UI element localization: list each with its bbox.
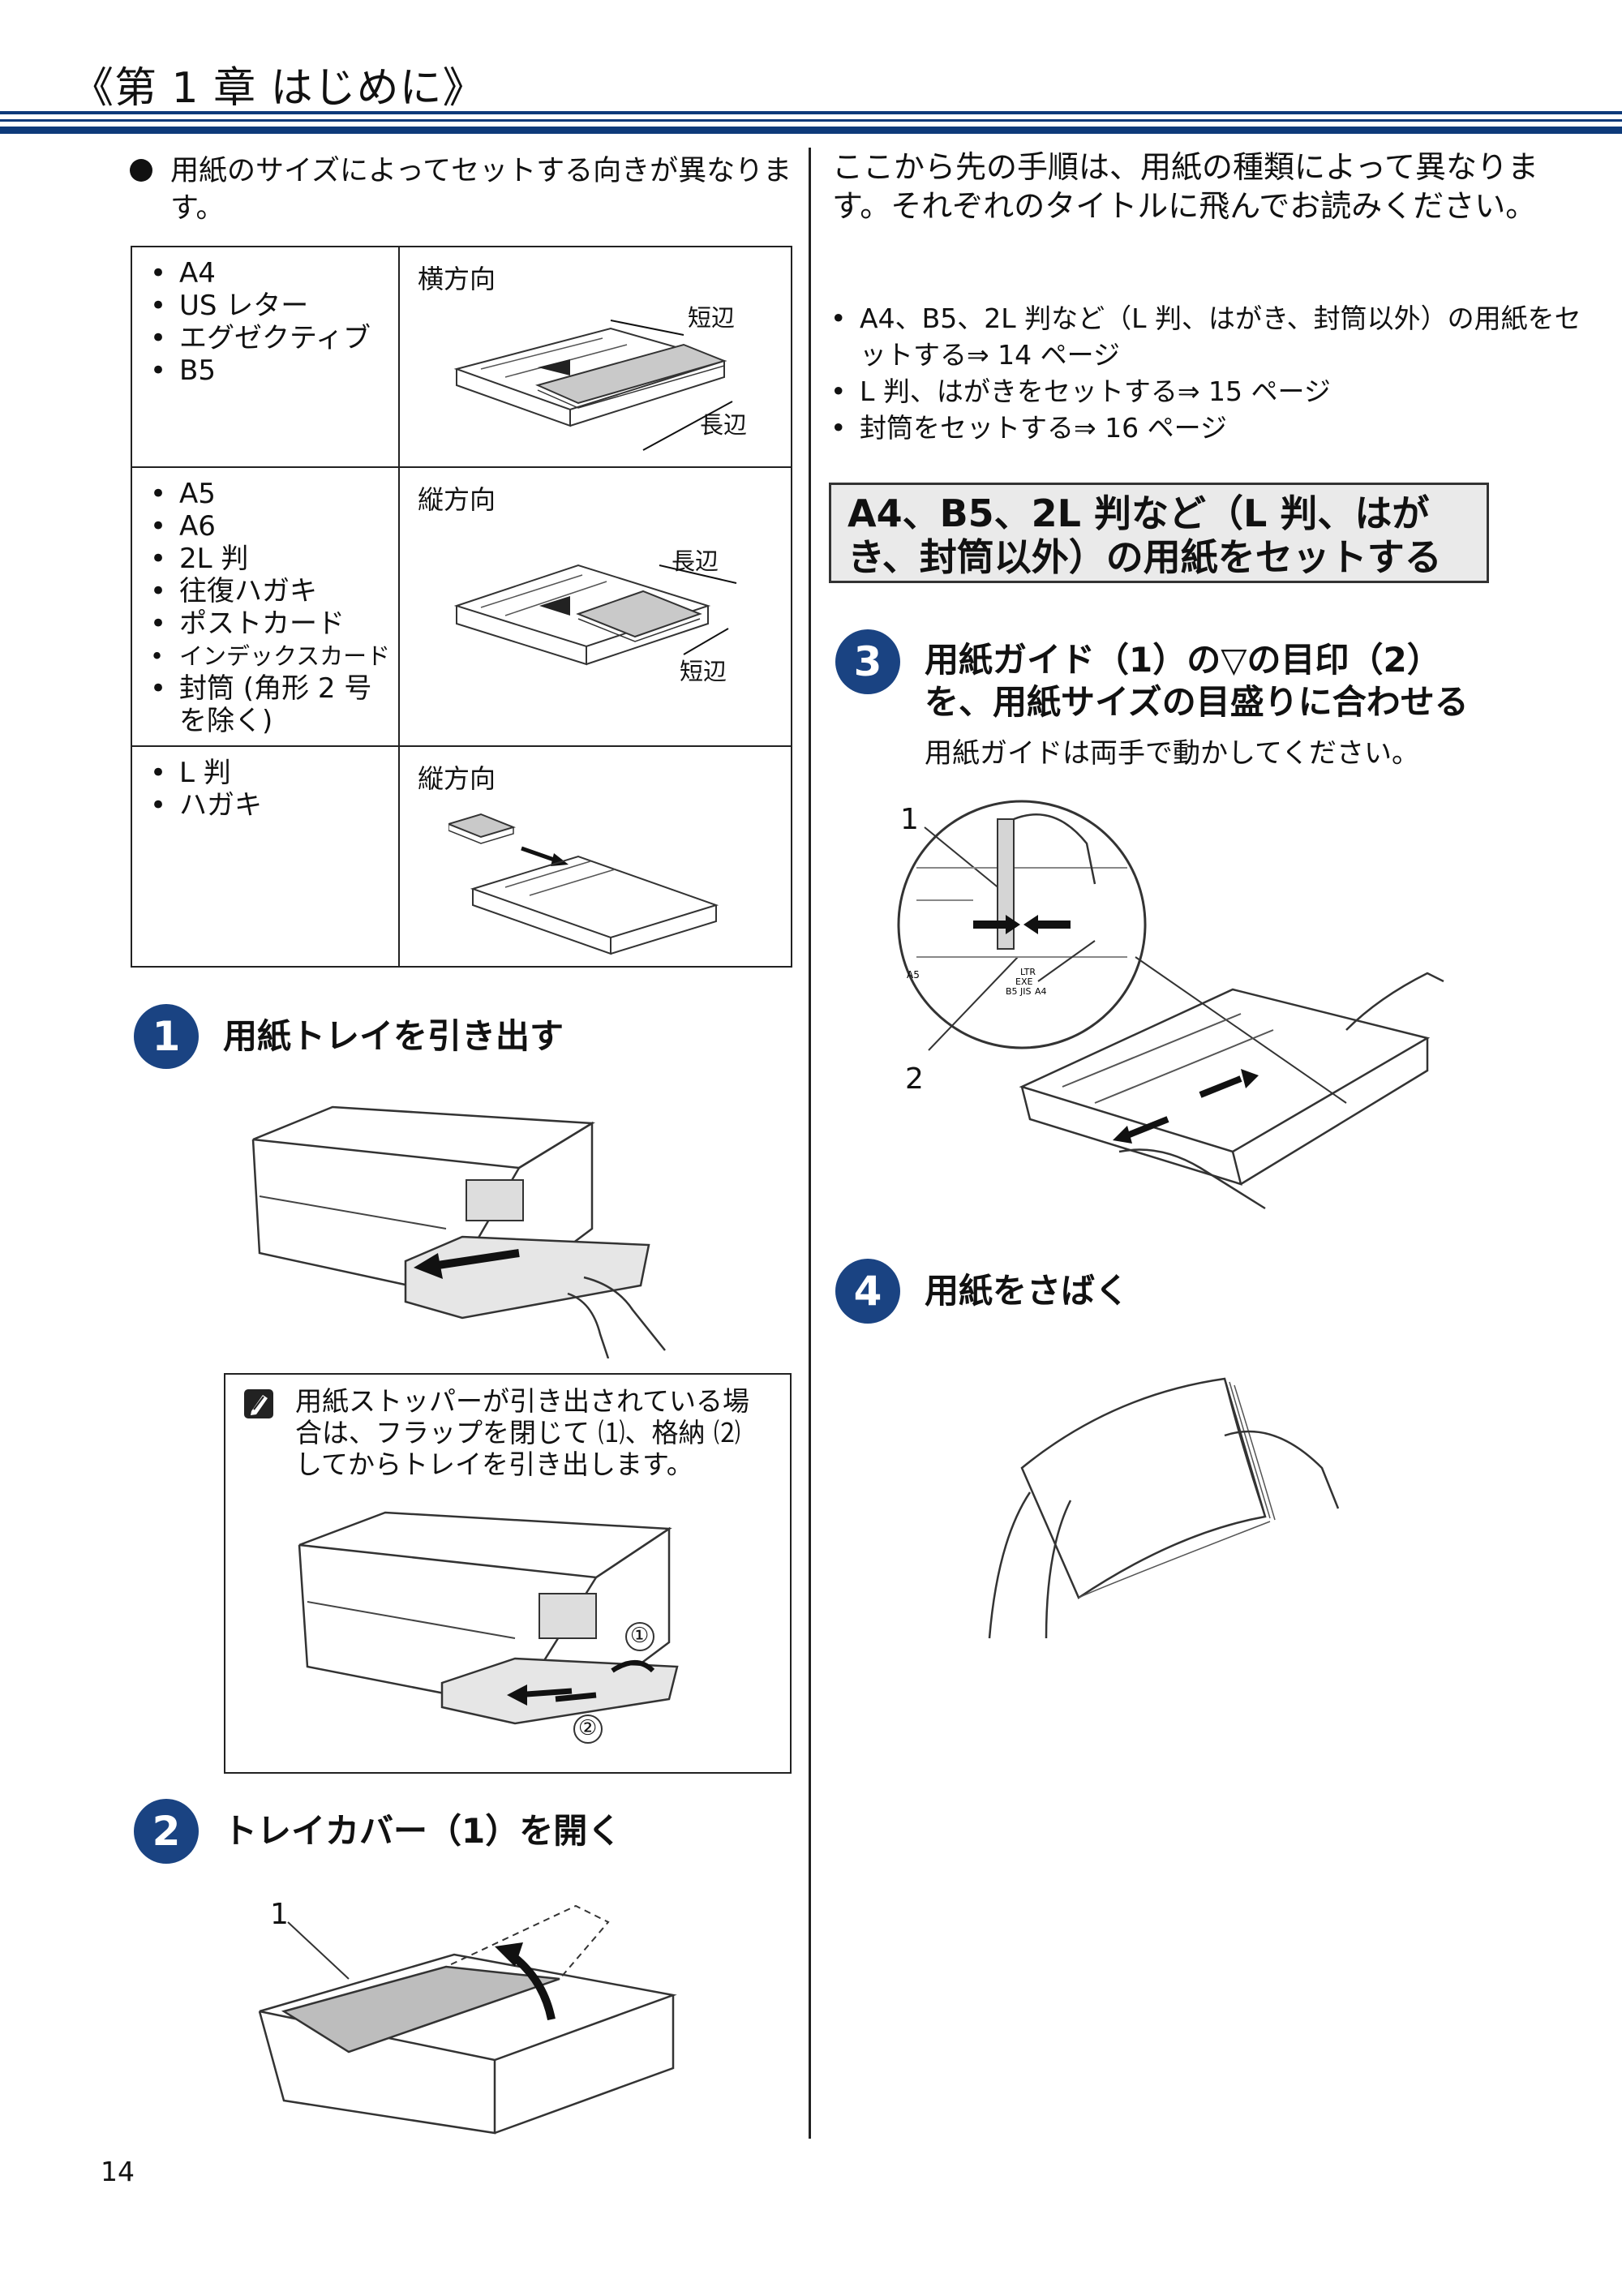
list-item: A5	[147, 478, 398, 510]
list-item: ポストカード	[147, 607, 398, 640]
orientation-label: 横方向	[418, 264, 496, 294]
scale-mark: A5	[907, 969, 920, 981]
scale-mark: EXE	[1015, 976, 1032, 987]
list-item: ハガキ	[147, 789, 398, 822]
list-item[interactable]: 封筒をセットする⇒ 16 ページ	[827, 410, 1590, 446]
bullet-dot	[130, 159, 152, 182]
fanning-paper-illustration	[988, 1377, 1340, 1639]
orientation-note-text: 用紙のサイズによってセットする向きが異なります。	[170, 155, 792, 225]
printer-flap-illustration	[298, 1511, 679, 1744]
list-item[interactable]: A4、B5、2L 判など（L 判、はがき、封筒以外）の用紙をセットする⇒ 14 …	[827, 300, 1590, 373]
note-box	[224, 1373, 792, 1774]
list-item: A4	[147, 257, 398, 290]
tray-cover-callout: 1	[270, 1898, 289, 1931]
tray-cover-illustration	[258, 1904, 677, 2135]
column-divider	[809, 148, 811, 2139]
orientation-label: 縦方向	[418, 484, 496, 515]
long-edge-label: 長辺	[672, 547, 719, 575]
scale-mark: B5 JIS	[1006, 986, 1032, 997]
note-text: 用紙ストッパーが引き出されている場合は、フラップを閉じて ⑴、格納 ⑵ してから…	[295, 1385, 750, 1480]
step-3-title-line2: を、用紙サイズの目盛りに合わせる	[925, 682, 1469, 722]
long-edge-label: 長辺	[700, 411, 748, 439]
step-1-title: 用紙トレイを引き出す	[223, 1016, 564, 1056]
jump-links: A4、B5、2L 判など（L 判、はがき、封筒以外）の用紙をセットする⇒ 14 …	[827, 300, 1590, 446]
orientation-label: 縦方向	[418, 763, 496, 794]
section-heading: A4、B5、2L 判など（L 判、はがき、封筒以外）の用紙をセットする	[829, 483, 1489, 583]
list-item: 2L 判	[147, 543, 398, 575]
memo-icon	[244, 1389, 273, 1418]
callout-1: ①	[630, 1624, 650, 1648]
table-row: A4 US レター エグゼクティブ B5 横方向 短辺 長辺	[131, 246, 792, 468]
table-row: L 判 ハガキ 縦方向	[131, 745, 792, 968]
step-4-number: 4	[835, 1259, 900, 1324]
landscape-tray-illustration	[453, 320, 733, 451]
page-number: 14	[101, 2156, 135, 2187]
orientation-cell: 縦方向 長辺 短辺	[398, 466, 792, 747]
paper-guide-illustration: A5 LTR EXE B5 JIS A4	[897, 800, 1444, 1210]
header-rule-top	[0, 111, 1622, 114]
list-item: インデックスカード	[147, 640, 398, 672]
callout-2: ②	[578, 1716, 598, 1740]
printer-tray-pull-illustration	[251, 1105, 666, 1358]
step-1-number: 1	[134, 1004, 199, 1069]
orientation-cell: 縦方向	[398, 745, 792, 968]
step-3-subtitle: 用紙ガイドは両手で動かしてください。	[925, 737, 1419, 770]
list-item: US レター	[147, 290, 398, 322]
size-list-cell: A5 A6 2L 判 往復ハガキ ポストカード インデックスカード 封筒 (角形…	[131, 466, 400, 747]
list-item[interactable]: L 判、はがきをセットする⇒ 15 ページ	[827, 373, 1590, 410]
postcard-tray-illustration	[448, 813, 719, 955]
scale-mark: LTR	[1020, 967, 1036, 977]
header-rule-middle	[0, 119, 1622, 122]
step-2-number: 2	[134, 1799, 199, 1864]
scale-mark: A4	[1035, 986, 1047, 997]
short-edge-label: 短辺	[688, 304, 736, 332]
paper-guide-callout: 1	[900, 803, 919, 836]
orientation-cell: 横方向 短辺 長辺	[398, 246, 792, 468]
orientation-note: 用紙のサイズによってセットする向きが異なります。	[130, 152, 795, 227]
portrait-tray-illustration	[453, 564, 737, 666]
list-item: 往復ハガキ	[147, 575, 398, 607]
step-4-title: 用紙をさばく	[925, 1271, 1130, 1311]
paper-orientation-table: A4 US レター エグゼクティブ B5 横方向 短辺 長辺	[131, 246, 792, 968]
list-item: A6	[147, 510, 398, 543]
list-item: 封筒 (角形 2 号を除く)	[147, 672, 374, 737]
size-list-cell: A4 US レター エグゼクティブ B5	[131, 246, 400, 468]
step-3-title-line1: 用紙ガイド（1）の▽の目印（2）	[925, 640, 1441, 680]
size-list-cell: L 判 ハガキ	[131, 745, 400, 968]
intro-text: ここから先の手順は、用紙の種類によって異なります。それぞれのタイトルに飛んでお読…	[832, 149, 1538, 224]
header-rule-bottom	[0, 127, 1622, 134]
step-3-number: 3	[835, 629, 900, 694]
list-item: B5	[147, 354, 398, 387]
list-item: L 判	[147, 757, 398, 789]
list-item: エグゼクティブ	[147, 322, 398, 354]
triangle-mark-callout: 2	[905, 1062, 924, 1096]
step-2-title: トレイカバー（1）を開く	[223, 1811, 622, 1851]
chapter-title: 《第 1 章 はじめに》	[71, 64, 486, 113]
table-row: A5 A6 2L 判 往復ハガキ ポストカード インデックスカード 封筒 (角形…	[131, 466, 792, 747]
short-edge-label: 短辺	[680, 658, 727, 685]
